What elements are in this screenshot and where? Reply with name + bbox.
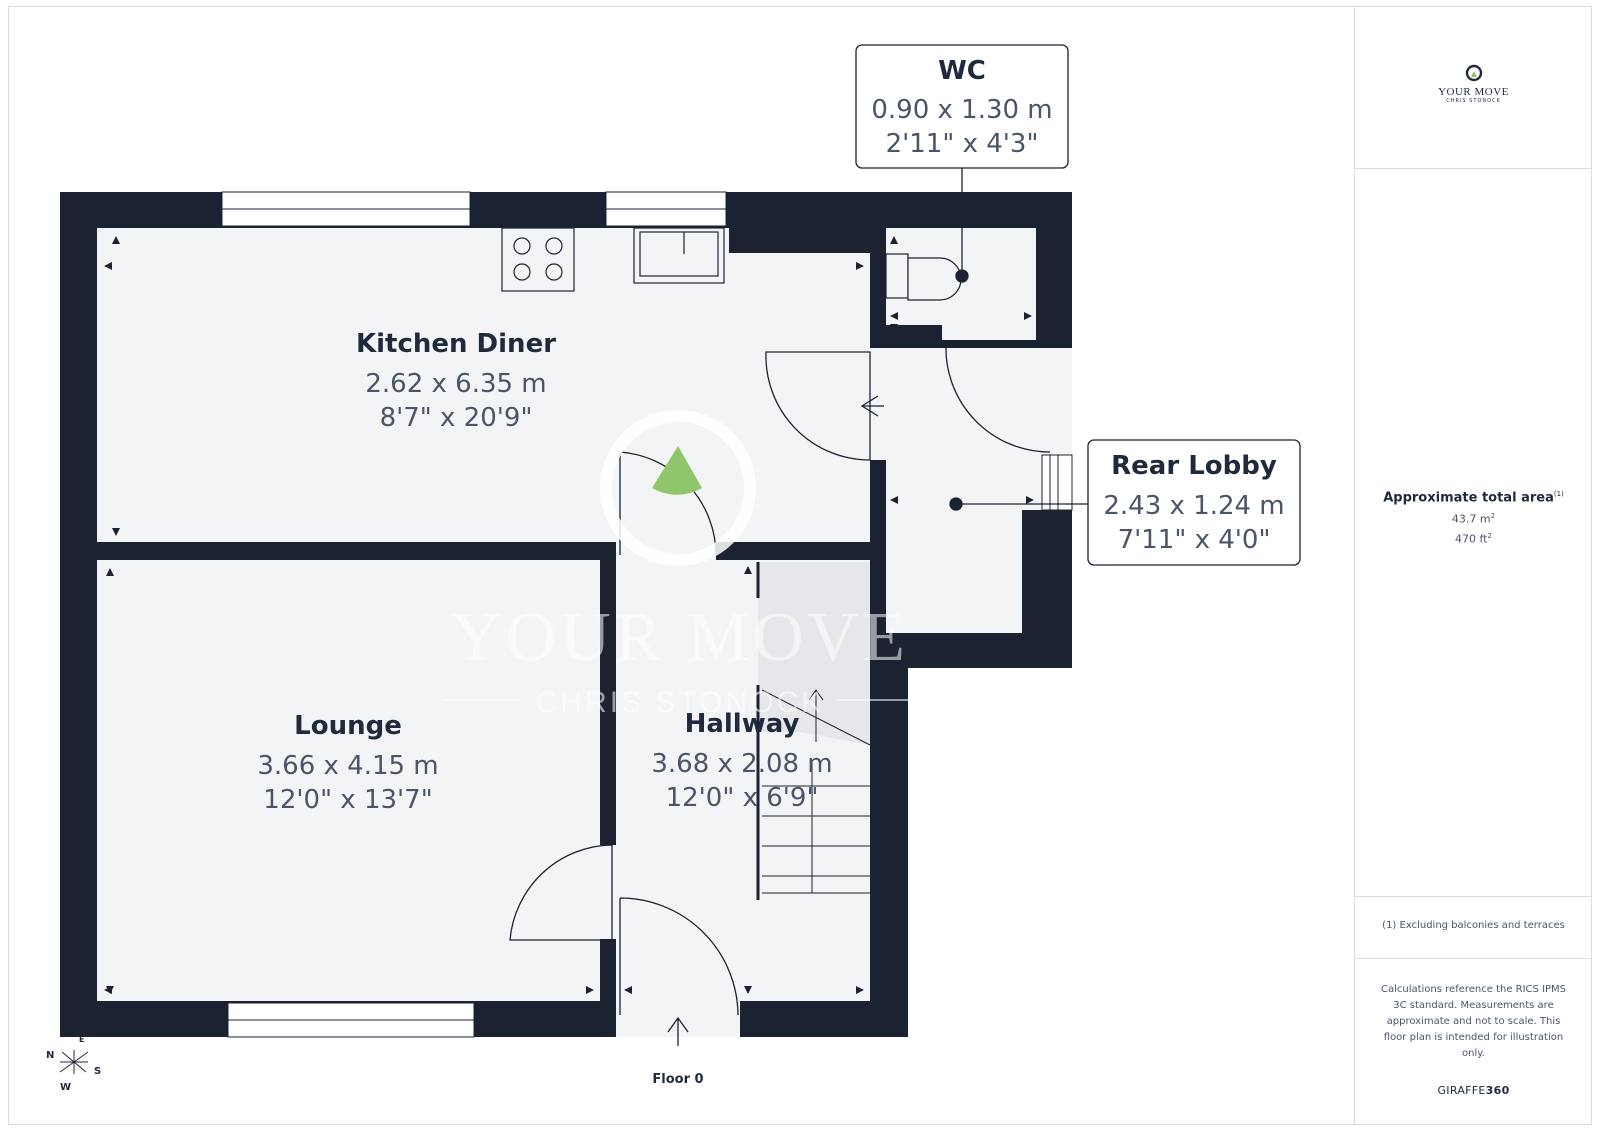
camera-marker (600, 410, 756, 566)
interior-walls (886, 325, 1072, 633)
giraffe360-credit: GIRAFFE360 (1437, 1084, 1510, 1097)
footnote: (1) Excluding balconies and terraces (1382, 920, 1565, 931)
kitchen-sink (633, 227, 725, 284)
watermark-sub: CHRIS STONOCK (536, 686, 824, 719)
kitchen-metric: 2.62 x 6.35 m (365, 369, 546, 399)
wc-name: WC (938, 56, 986, 86)
hob (501, 227, 575, 292)
watermark: YOUR MOVE CHRIS STONOCK (442, 599, 910, 719)
wc-lobby-door (945, 343, 1058, 453)
location-pin-icon (1463, 64, 1485, 84)
compass-n: N (46, 1050, 54, 1061)
kitchen-imperial: 8'7" x 20'9" (380, 403, 533, 433)
lounge-floor (97, 560, 600, 1001)
page-frame (8, 6, 1592, 1125)
watermark-main: YOUR MOVE (451, 599, 909, 676)
sidebar-divider (1355, 958, 1592, 959)
sidebar-divider (1355, 168, 1592, 169)
sidebar-divider (1355, 896, 1592, 897)
info-sidebar: YOUR MOVE CHRIS STONOCK Approximate tota… (1354, 6, 1592, 1125)
floor-label: Floor 0 (652, 1072, 703, 1087)
lounge-hall-opening (598, 845, 618, 939)
area-metric: 43.7 m2 (1451, 512, 1496, 526)
toilet (885, 253, 962, 301)
kitchen-label: Kitchen Diner 2.62 x 6.35 m 8'7" x 20'9" (356, 329, 556, 433)
windows (221, 191, 1073, 1038)
brand-logo: YOUR MOVE CHRIS STONOCK (1355, 64, 1592, 105)
wc-label: WC 0.90 x 1.30 m 2'11" x 4'3" (855, 44, 1069, 169)
entry-arrows (667, 395, 884, 1046)
rear-lobby-metric: 2.43 x 1.24 m (1103, 491, 1284, 521)
compass-w: W (60, 1082, 71, 1093)
lobby-door-frame (1041, 454, 1073, 511)
area-imperial: 470 ft2 (1455, 531, 1492, 546)
hallway-metric: 3.68 x 2.08 m (651, 749, 832, 779)
hallway-imperial: 12'0" x 6'9" (666, 783, 819, 813)
kitchen-lobby-opening (868, 348, 890, 460)
brand-name: YOUR MOVE (1438, 86, 1509, 98)
hallway-name: Hallway (685, 709, 800, 739)
area-summary: Approximate total area(1) 43.7 m2 470 ft… (1355, 490, 1592, 546)
rear-lobby-label: Rear Lobby 2.43 x 1.24 m 7'11" x 4'0" (1087, 439, 1301, 566)
dimension-markers (104, 236, 1034, 994)
lounge-imperial: 12'0" x 13'7" (263, 785, 432, 815)
compass: N E S W (46, 1035, 101, 1093)
lounge-metric: 3.66 x 4.15 m (257, 751, 438, 781)
hallway-label: Hallway 3.68 x 2.08 m 12'0" x 6'9" (651, 709, 832, 813)
staircase (756, 562, 871, 900)
rear-lobby-name: Rear Lobby (1111, 451, 1277, 481)
kitchen-lobby-door (765, 351, 871, 461)
lounge-hall-door (509, 844, 613, 941)
floor-plan: YOUR MOVE CHRIS STONOCK WC 0.90 x 1.30 m… (46, 44, 1301, 1093)
doors (509, 343, 1058, 1016)
compass-s: S (94, 1066, 101, 1077)
wc-metric: 0.90 x 1.30 m (871, 95, 1052, 125)
rear-lobby-imperial: 7'11" x 4'0" (1118, 525, 1271, 555)
rear-lobby-floor-lower (886, 505, 1022, 633)
area-label: Approximate total area(1) (1383, 490, 1564, 506)
brand-subtitle: CHRIS STONOCK (1446, 98, 1501, 104)
wc-imperial: 2'11" x 4'3" (886, 129, 1039, 159)
calculation-note: Calculations reference the RICS IPMS 3C … (1380, 984, 1567, 1059)
lounge-label: Lounge 3.66 x 4.15 m 12'0" x 13'7" (257, 711, 438, 815)
lounge-name: Lounge (294, 711, 402, 741)
compass-e: E (79, 1035, 84, 1044)
kitchen-name: Kitchen Diner (356, 329, 556, 359)
leader-lines (949, 168, 1088, 511)
rear-lobby-floor (886, 348, 1072, 510)
front-door (619, 897, 739, 1016)
